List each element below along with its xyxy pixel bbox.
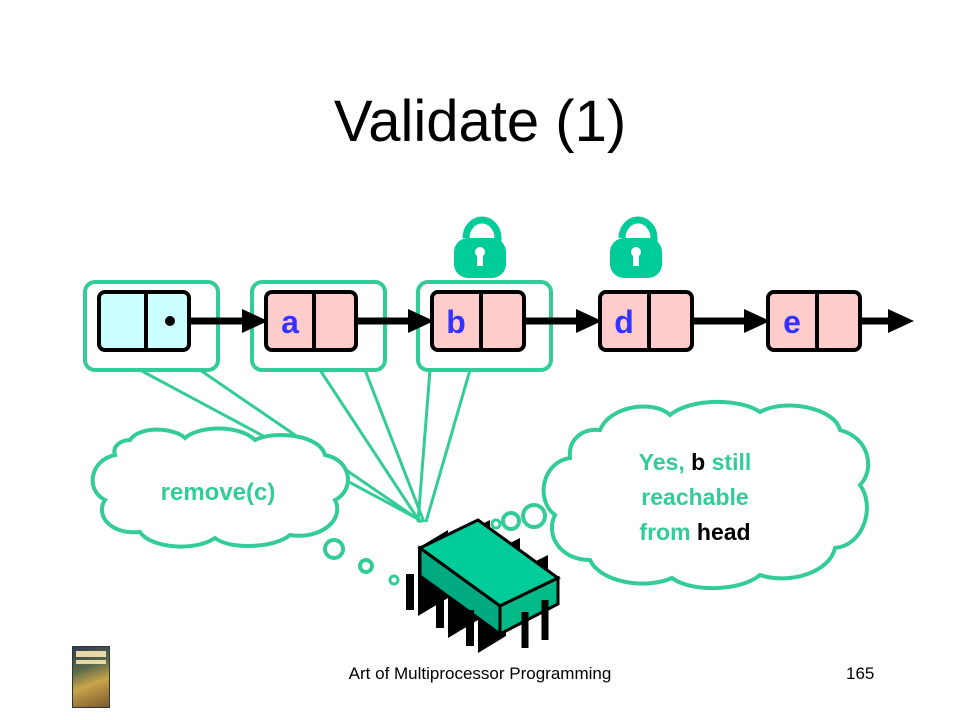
thought-bubble-left-3 — [388, 574, 400, 586]
footer-title: Art of Multiprocessor Programming — [348, 664, 612, 683]
thought-cloud-left: remove(c) — [90, 426, 400, 586]
thought-bubble-left-2 — [358, 558, 374, 574]
node-d-label: d — [614, 304, 634, 340]
thought-left-text: remove(c) — [161, 479, 276, 506]
thought-bubble-right-1 — [521, 503, 547, 529]
thought-right-line1: Yes, b still — [639, 449, 752, 475]
callout-a — [250, 280, 387, 372]
node-e-label: e — [783, 304, 801, 340]
thought-right-line2: reachable — [641, 484, 748, 510]
thought-right-line3: from head — [639, 519, 750, 545]
book-cover-logo — [72, 646, 110, 708]
slide-title: Validate (1) — [333, 89, 627, 154]
thought-cloud-right: Yes, b still reachable from head — [490, 399, 871, 591]
lock-icon-b — [454, 216, 506, 278]
callout-head — [83, 280, 220, 372]
node-b-label: b — [446, 304, 466, 340]
processor-chip-icon — [406, 518, 561, 653]
lock-icon-d — [610, 216, 662, 278]
callout-b — [416, 280, 553, 372]
thought-bubble-right-3 — [490, 518, 502, 530]
node-e: e — [766, 290, 862, 352]
node-head — [97, 290, 191, 352]
thought-bubble-right-2 — [501, 511, 521, 531]
page-number: 165 — [846, 664, 875, 683]
highlight-callouts — [83, 280, 553, 372]
node-a-label: a — [281, 304, 299, 340]
node-a: a — [264, 290, 358, 352]
thought-bubble-left-1 — [323, 538, 345, 560]
node-d: d — [598, 290, 694, 352]
node-b: b — [430, 290, 526, 352]
